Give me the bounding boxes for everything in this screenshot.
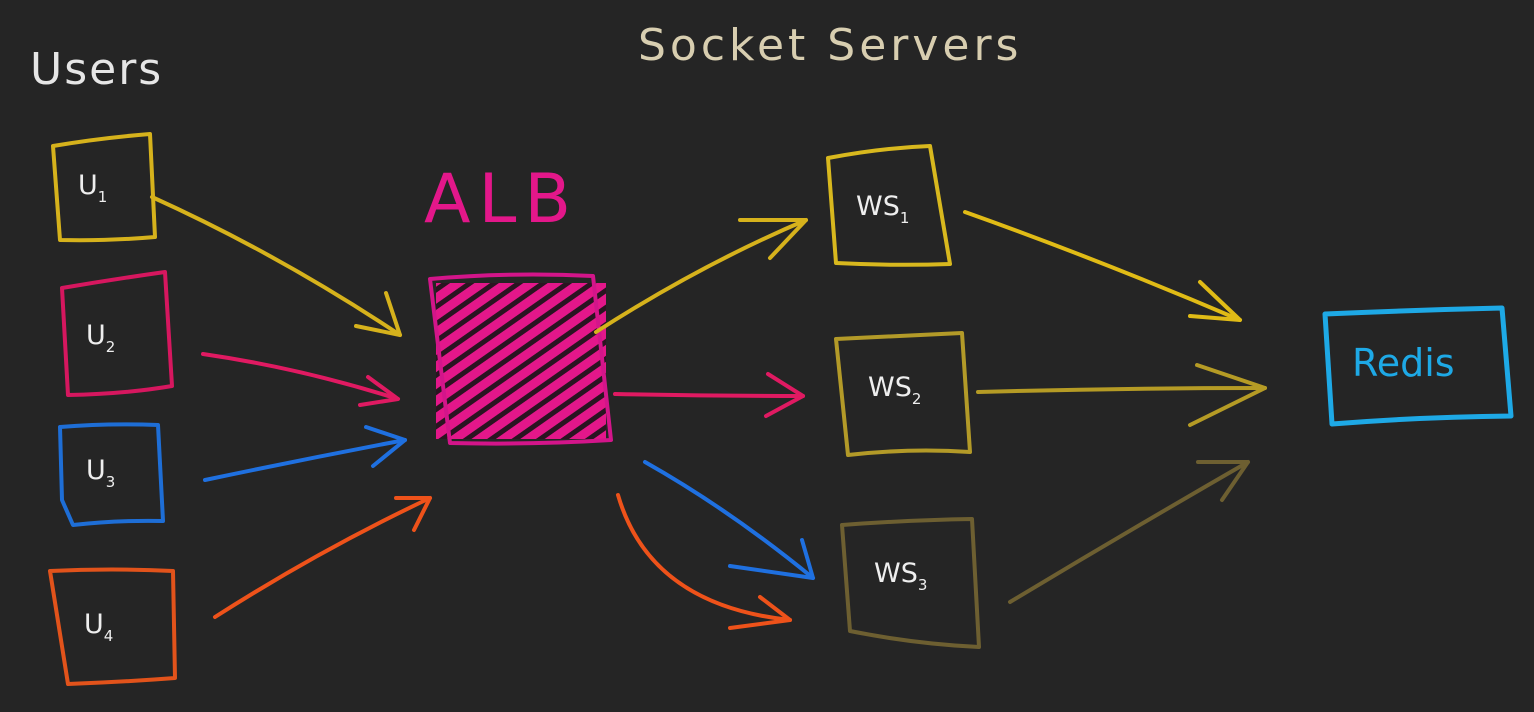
server-label-ws1: WS1 bbox=[856, 191, 910, 227]
redis-box bbox=[1322, 305, 1514, 427]
redis-label: Redis bbox=[1352, 341, 1455, 385]
alb-box-fill bbox=[436, 283, 606, 439]
arrow-alb-to-ws3-blue bbox=[643, 460, 815, 580]
arrow-u4-to-alb bbox=[213, 496, 432, 619]
users-title: Users bbox=[30, 44, 164, 95]
alb-box bbox=[428, 272, 613, 446]
arrow-ws3-to-redis bbox=[1008, 460, 1250, 604]
user-box-u2 bbox=[60, 270, 174, 397]
alb-label: ALB bbox=[424, 160, 580, 239]
server-box-ws1 bbox=[826, 144, 952, 267]
arrow-ws1-to-redis bbox=[963, 210, 1242, 322]
user-label-u2: U2 bbox=[86, 320, 116, 356]
arrow-u2-to-alb bbox=[201, 352, 400, 407]
user-box-u4 bbox=[48, 567, 177, 686]
arrow-ws2-to-redis bbox=[976, 363, 1267, 427]
user-label-u3: U3 bbox=[86, 455, 116, 491]
arrow-u1-to-alb bbox=[150, 195, 402, 337]
arrow-alb-to-ws2 bbox=[613, 372, 805, 418]
user-box-u1 bbox=[51, 132, 157, 243]
servers-title: Socket Servers bbox=[638, 20, 1023, 71]
user-box-u3 bbox=[58, 422, 165, 527]
arrow-u3-to-alb bbox=[203, 425, 407, 482]
arrow-alb-to-ws1 bbox=[594, 218, 808, 334]
server-box-ws3 bbox=[840, 517, 981, 649]
user-label-u4: U4 bbox=[84, 609, 114, 645]
server-label-ws2: WS2 bbox=[868, 372, 922, 408]
server-box-ws2 bbox=[834, 331, 972, 457]
server-label-ws3: WS3 bbox=[874, 558, 928, 594]
arrow-alb-to-ws3-orange bbox=[616, 493, 792, 630]
user-label-u1: U1 bbox=[78, 170, 108, 206]
